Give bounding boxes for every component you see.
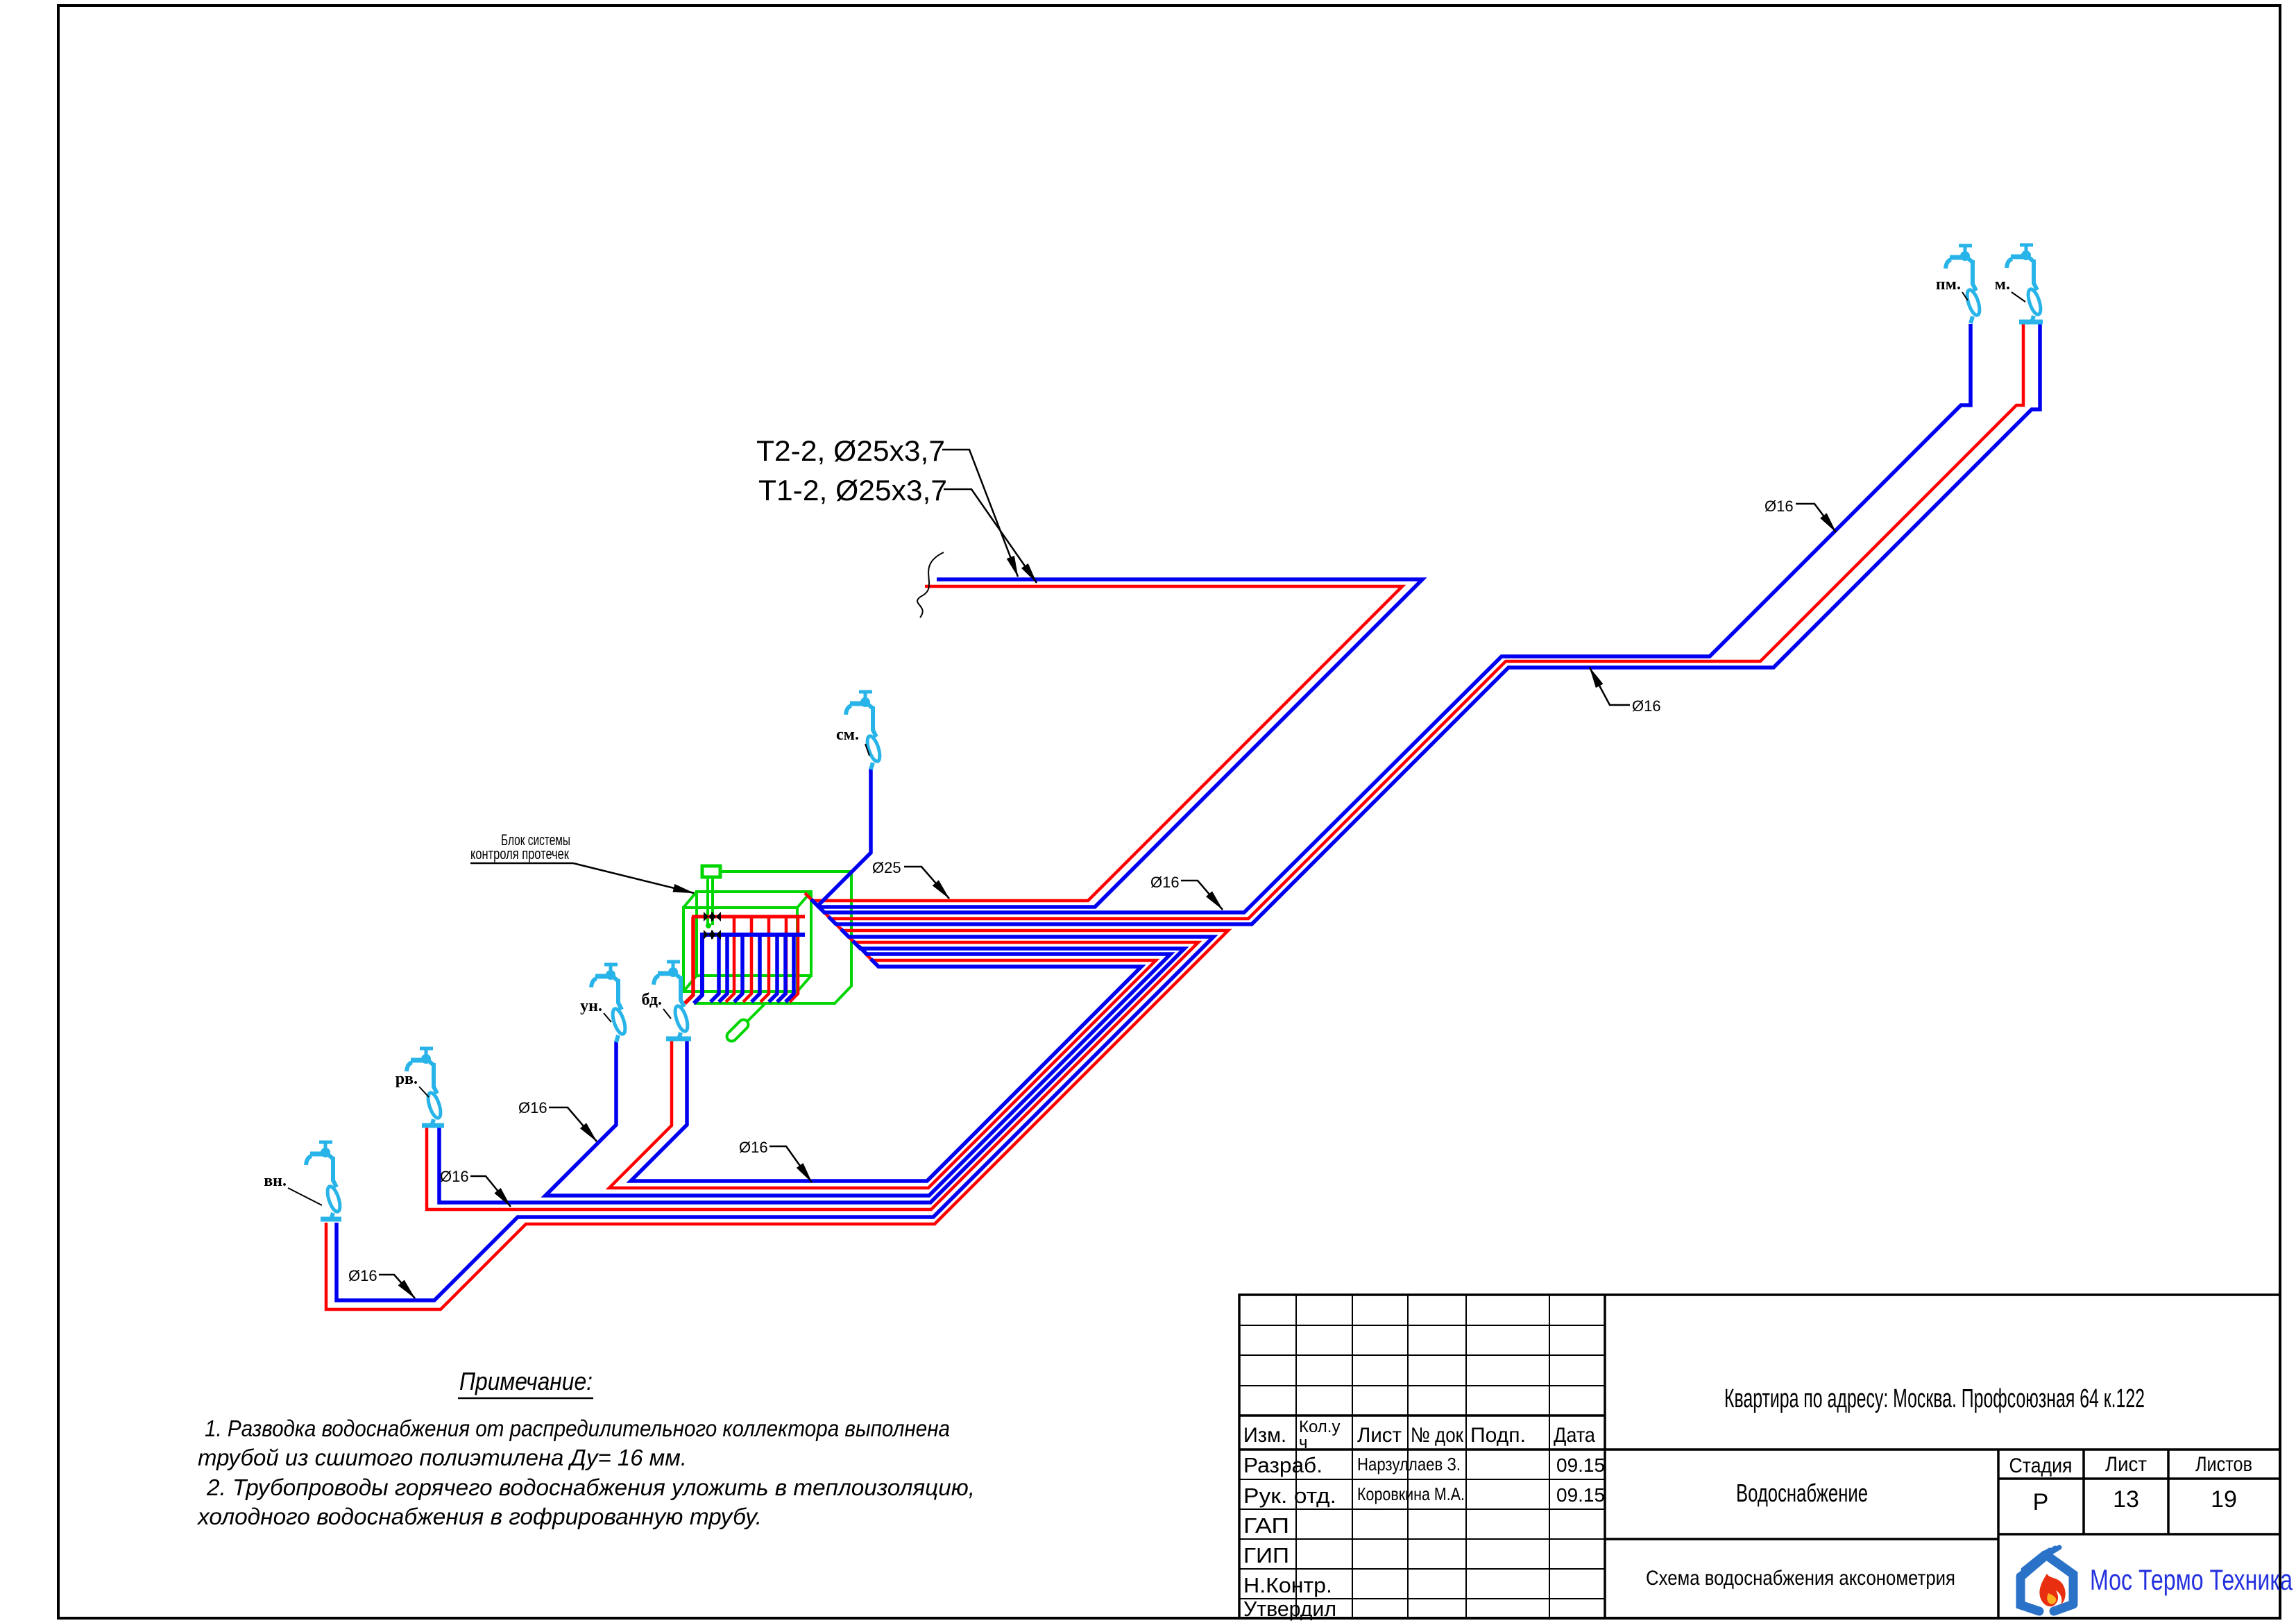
svg-text:м.: м. — [1995, 275, 2010, 294]
svg-text:Квартира по адресу: Москва. Пр: Квартира по адресу: Москва. Профсоюзная … — [1724, 1384, 2145, 1413]
svg-text:1. Разводка водоснабжения от р: 1. Разводка водоснабжения от распредилит… — [205, 1416, 950, 1441]
svg-text:бд.: бд. — [641, 991, 662, 1009]
svg-text:контроля протечек: контроля протечек — [470, 845, 569, 863]
svg-text:Стадия: Стадия — [2009, 1454, 2073, 1477]
svg-text:Рук. отд.: Рук. отд. — [1243, 1484, 1336, 1508]
svg-text:09.15: 09.15 — [1556, 1484, 1605, 1506]
svg-text:Р: Р — [2033, 1489, 2049, 1515]
svg-text:Водоснабжение: Водоснабжение — [1736, 1479, 1868, 1507]
svg-text:Ø25: Ø25 — [872, 859, 901, 876]
svg-text:Лист: Лист — [1357, 1424, 1402, 1447]
svg-text:Изм.: Изм. — [1243, 1424, 1286, 1447]
svg-text:вн.: вн. — [264, 1172, 287, 1190]
svg-text:трубой из сшитого полиэтилена: трубой из сшитого полиэтилена Ду= 16 мм. — [198, 1445, 687, 1470]
svg-text:ГИП: ГИП — [1243, 1543, 1289, 1567]
svg-text:Примечание:: Примечание: — [459, 1367, 593, 1395]
svg-text:Лист: Лист — [2105, 1453, 2147, 1476]
svg-text:Т2-2, Ø25х3,7: Т2-2, Ø25х3,7 — [756, 434, 945, 467]
svg-text:Кол.у: Кол.у — [1299, 1418, 1340, 1436]
svg-text:холодного водоснабжения в гофр: холодного водоснабжения в гофрированную … — [196, 1504, 762, 1529]
svg-text:Утвердил: Утвердил — [1243, 1597, 1336, 1621]
svg-text:Ø16: Ø16 — [348, 1267, 377, 1284]
svg-text:ГАП: ГАП — [1243, 1513, 1289, 1538]
svg-text:Листов: Листов — [2195, 1453, 2252, 1476]
svg-text:Подп.: Подп. — [1470, 1424, 1526, 1447]
svg-text:09.15: 09.15 — [1556, 1454, 1605, 1476]
svg-text:Коровкина М.А.: Коровкина М.А. — [1357, 1484, 1465, 1504]
svg-text:Схема водоснабжения аксонометр: Схема водоснабжения аксонометрия — [1646, 1567, 1955, 1590]
svg-text:Ø16: Ø16 — [440, 1168, 469, 1185]
svg-text:рв.: рв. — [396, 1070, 418, 1088]
svg-text:Ø16: Ø16 — [1150, 874, 1180, 891]
svg-text:пм.: пм. — [1936, 275, 1961, 294]
svg-text:Дата: Дата — [1554, 1424, 1595, 1447]
svg-text:Ø16: Ø16 — [518, 1099, 547, 1116]
svg-text:Т1-2, Ø25х3,7: Т1-2, Ø25х3,7 — [758, 474, 947, 507]
svg-text:Разраб.: Разраб. — [1243, 1453, 1323, 1477]
svg-text:см.: см. — [836, 726, 859, 744]
svg-text:Ø16: Ø16 — [1632, 697, 1661, 715]
svg-text:2. Трубопроводы горячего водос: 2. Трубопроводы горячего водоснабжения у… — [206, 1475, 975, 1500]
svg-text:Н.Контр.: Н.Контр. — [1243, 1573, 1332, 1597]
svg-text:Ø16: Ø16 — [1764, 498, 1794, 515]
svg-text:Блок системы: Блок системы — [501, 831, 570, 849]
svg-text:Нарзуллаев З.: Нарзуллаев З. — [1357, 1454, 1461, 1475]
svg-text:19: 19 — [2211, 1486, 2237, 1513]
svg-text:ун.: ун. — [580, 997, 602, 1015]
svg-text:13: 13 — [2113, 1486, 2139, 1513]
svg-text:Ø16: Ø16 — [739, 1139, 768, 1156]
svg-text:ч: ч — [1299, 1434, 1308, 1452]
svg-text:Мос Термо Техника: Мос Термо Техника — [2090, 1563, 2293, 1596]
svg-text:№ док: № док — [1411, 1424, 1464, 1447]
